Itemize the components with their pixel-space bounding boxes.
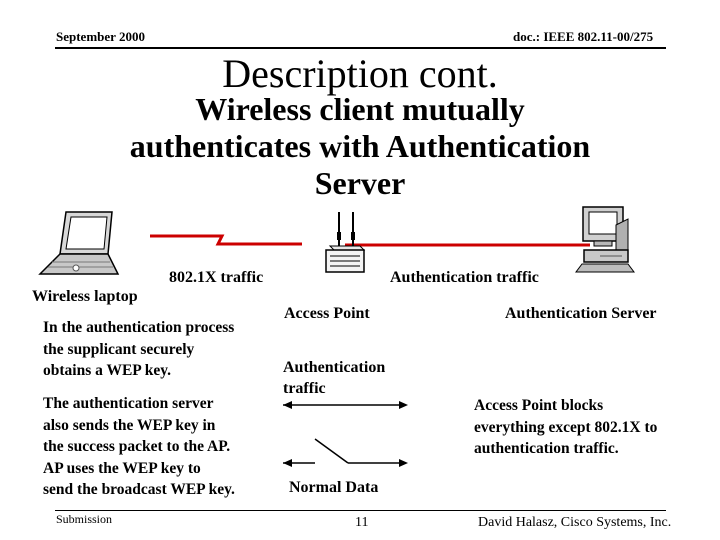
left-para-2: The authentication server also sends the…	[43, 393, 235, 501]
subtitle-line-3: Server	[314, 165, 406, 201]
footer-page-number: 11	[355, 515, 369, 530]
normal-data-label: Normal Data	[289, 479, 379, 496]
left-para-2-line: AP uses the WEP key to	[43, 459, 201, 477]
right-para-line: Access Point blocks	[474, 397, 604, 414]
right-para: Access Point blocks everything except 80…	[474, 395, 657, 460]
footer-author: David Halasz, Cisco Systems, Inc.	[478, 515, 672, 530]
subtitle-line-1: Wireless client mutually	[195, 91, 525, 127]
switch-auth-label-line-2: traffic	[283, 380, 326, 397]
header-date: September 2000	[56, 29, 145, 44]
footer-submission: Submission	[56, 512, 113, 526]
page-title: Description cont.	[222, 51, 498, 96]
footer-rule	[55, 510, 666, 511]
auth-server-label: Authentication Server	[505, 305, 657, 322]
left-para-1-line: In the authentication process	[43, 319, 235, 336]
left-para-2-line: The authentication server	[43, 395, 214, 412]
header-doc-id: doc.: IEEE 802.11-00/275	[513, 29, 654, 44]
switch-auth-label-line-1: Authentication	[283, 359, 386, 376]
access-point-label: Access Point	[284, 305, 370, 322]
right-para-line: authentication traffic.	[474, 440, 619, 457]
traffic-8021x-label: 802.1X traffic	[169, 269, 264, 286]
auth-traffic-label: Authentication traffic	[390, 269, 539, 286]
left-para-2-line: also sends the WEP key in	[43, 416, 216, 434]
left-para-1-line: the supplicant securely	[43, 340, 195, 358]
laptop-label: Wireless laptop	[32, 288, 138, 305]
right-para-line: everything except 802.1X to	[474, 418, 658, 436]
laptop-icon	[38, 211, 120, 275]
server-icon	[575, 206, 635, 273]
header-rule	[55, 47, 666, 49]
auth-traffic-arrow	[283, 401, 408, 409]
subtitle-line-2: authenticates with Authentication	[129, 128, 591, 164]
access-point-icon	[325, 212, 366, 273]
left-para-1: In the authentication process the suppli…	[43, 317, 234, 382]
wireless-link-line	[150, 234, 302, 246]
left-para-1-line: obtains a WEP key.	[43, 362, 172, 379]
left-para-2-line: send the broadcast WEP key.	[43, 481, 235, 498]
left-para-2-line: the success packet to the AP.	[43, 438, 231, 455]
normal-data-switch	[283, 438, 408, 467]
